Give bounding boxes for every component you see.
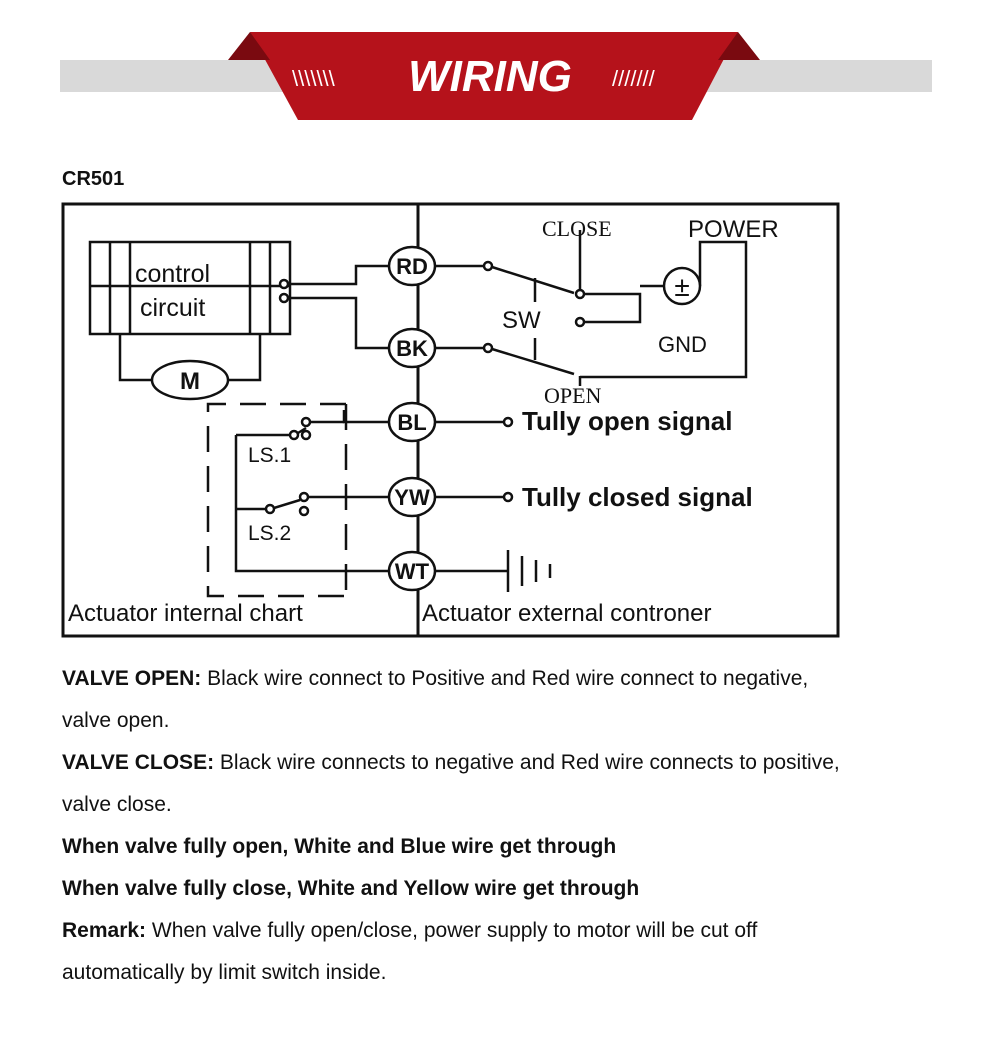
- valve-open-text: Black wire connect to Positive and Red w…: [201, 667, 809, 690]
- motor-wires: [118, 334, 262, 382]
- power-symbol-sign: ±: [674, 271, 689, 302]
- terminal-bk: BK: [387, 327, 437, 369]
- svg-text:YW: YW: [394, 485, 430, 510]
- valve-close-text: Black wire connects to negative and Red …: [214, 751, 840, 774]
- fully-open-note: When valve fully open, White and Blue wi…: [62, 835, 617, 858]
- remark-note-cont: automatically by limit switch inside.: [62, 961, 387, 984]
- valve-close-note: VALVE CLOSE: Black wire connects to nega…: [62, 742, 982, 784]
- ls2-label: LS.2: [248, 522, 291, 545]
- signal-wiring: [435, 416, 552, 592]
- terminal-bl: BL: [387, 401, 437, 443]
- sw-label: SW: [502, 307, 541, 334]
- close-label: CLOSE: [542, 216, 612, 241]
- wiring-notes: VALVE OPEN: Black wire connect to Positi…: [62, 658, 982, 994]
- wiring-banner: \\\\\\\ WIRING ///////: [60, 32, 932, 120]
- terminal-yw: YW: [387, 476, 437, 518]
- control-wires: [278, 264, 390, 350]
- limit-switch-wiring: [234, 410, 389, 573]
- model-label: CR501: [62, 168, 125, 190]
- circuit-label: circuit: [140, 294, 205, 322]
- svg-text:BK: BK: [396, 336, 428, 361]
- banner-left-deco: \\\\\\\: [292, 66, 336, 91]
- motor-symbol: [150, 359, 230, 401]
- valve-close-note-cont: valve close.: [62, 793, 172, 816]
- external-caption: Actuator external controner: [422, 600, 712, 627]
- banner-title: WIRING: [408, 52, 572, 101]
- control-label: control: [135, 260, 210, 288]
- control-circuit-block: [88, 240, 292, 336]
- banner-right-deco: ///////: [612, 66, 656, 91]
- fully-close-note: When valve fully close, White and Yellow…: [62, 877, 640, 900]
- limit-switch-box: [206, 402, 348, 598]
- remark-note: Remark: When valve fully open/close, pow…: [62, 910, 982, 952]
- terminal-rd: RD: [387, 245, 437, 287]
- ls1-label: LS.1: [248, 444, 291, 467]
- svg-text:BL: BL: [397, 410, 426, 435]
- svg-text:WT: WT: [395, 559, 430, 584]
- remark-text: When valve fully open/close, power suppl…: [146, 919, 758, 942]
- svg-text:RD: RD: [396, 254, 428, 279]
- remark-label: Remark:: [62, 919, 147, 942]
- power-source-symbol: [662, 266, 702, 306]
- closed-signal-label: Tully closed signal: [522, 482, 753, 512]
- internal-caption: Actuator internal chart: [68, 600, 303, 627]
- banner-red-shape: [250, 32, 738, 120]
- motor-label: M: [180, 368, 200, 395]
- banner-right-fold: [718, 32, 760, 60]
- open-signal-label: Tully open signal: [522, 406, 732, 436]
- valve-close-label: VALVE CLOSE:: [62, 751, 215, 774]
- gnd-label: GND: [658, 332, 707, 357]
- banner-left-fold: [228, 32, 270, 60]
- valve-open-note: VALVE OPEN: Black wire connect to Positi…: [62, 658, 982, 700]
- diagram-frame: [61, 202, 840, 638]
- wiring-diagram: control circuit M RD BK BL YW WT: [61, 202, 840, 638]
- power-label: POWER: [688, 216, 779, 243]
- valve-open-note-cont: valve open.: [62, 709, 170, 732]
- valve-open-label: VALVE OPEN:: [62, 667, 202, 690]
- open-label: OPEN: [544, 383, 602, 408]
- switch-wiring: [435, 230, 748, 386]
- terminal-wt: WT: [387, 550, 437, 592]
